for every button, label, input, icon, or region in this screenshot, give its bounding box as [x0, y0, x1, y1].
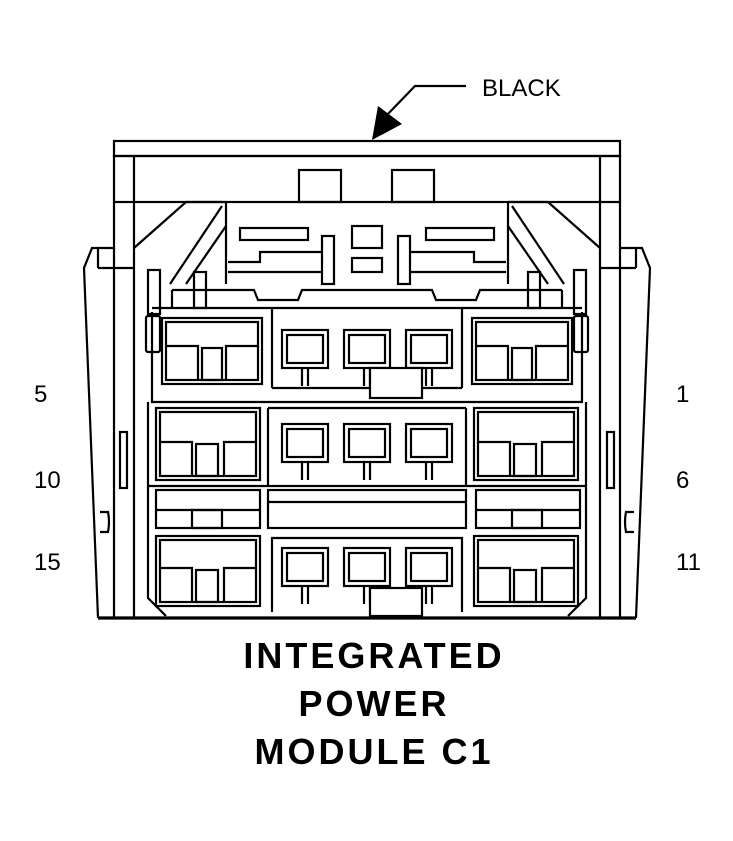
cavity-large [472, 534, 580, 608]
cavity-large [154, 406, 262, 482]
pin-label-right-1: 1 [676, 381, 689, 408]
pin-label-left-2: 10 [34, 467, 61, 494]
title-line-2: POWER [298, 683, 449, 724]
pin-label-left-3: 15 [34, 549, 61, 576]
cavity-large [160, 316, 264, 386]
cavity-small-row-middle [280, 422, 454, 480]
title-line-3: MODULE C1 [254, 731, 493, 772]
cavity-large [154, 534, 262, 608]
title-line-1: INTEGRATED [243, 635, 504, 676]
cavity-small-row-bottom [280, 546, 454, 618]
cavity-large [472, 406, 580, 482]
color-label: BLACK [482, 75, 561, 102]
pin-label-left-1: 5 [34, 381, 47, 408]
pin-label-right-3: 11 [676, 549, 701, 576]
connector-housing [82, 139, 652, 620]
cavity-large [470, 316, 574, 386]
callout-arrow [372, 84, 466, 140]
cavity-small-row-top [280, 328, 454, 400]
pin-label-right-2: 6 [676, 467, 689, 494]
